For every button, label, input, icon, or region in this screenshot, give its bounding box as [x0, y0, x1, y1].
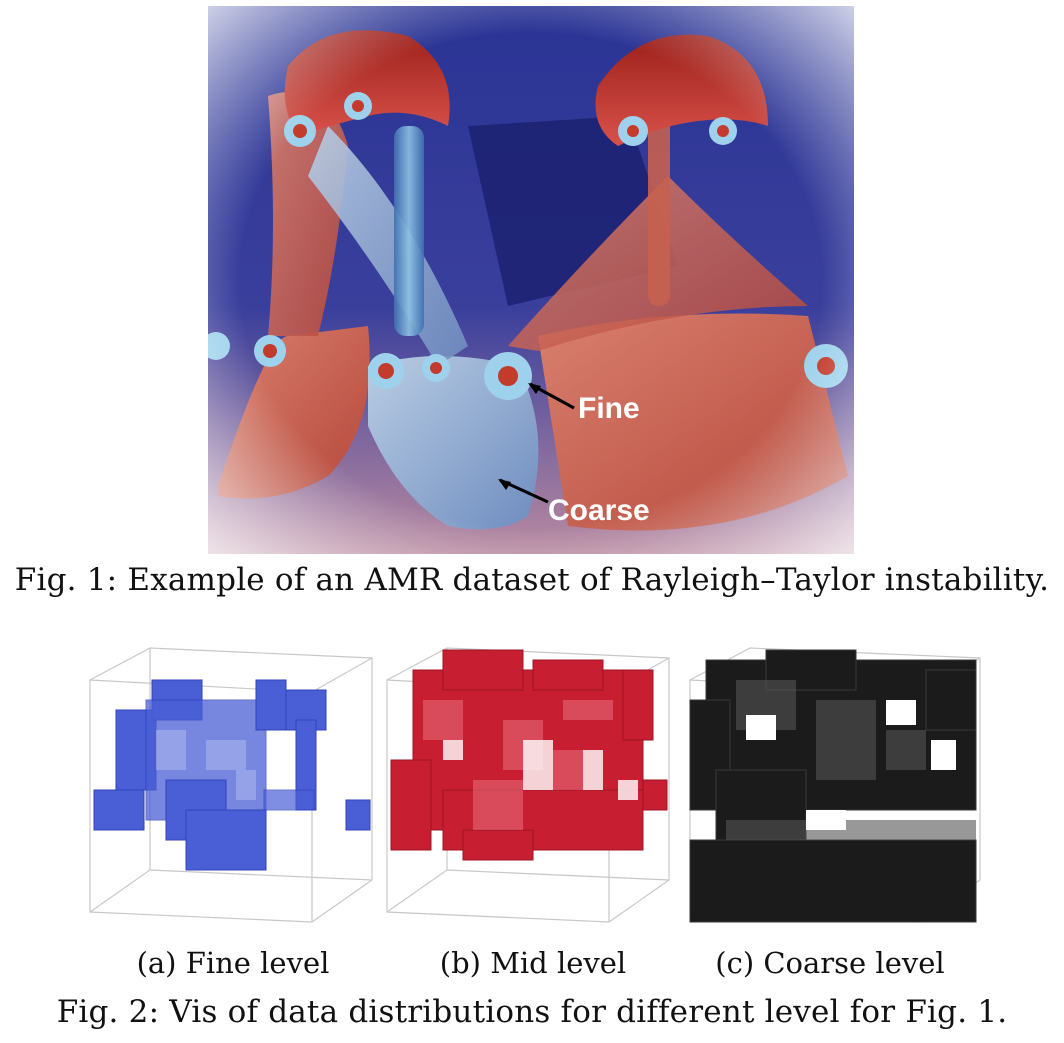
coarse-label: Coarse: [548, 494, 650, 527]
figure-1-caption: Fig. 1: Example of an AMR dataset of Ray…: [14, 562, 1050, 598]
subcaption-b: (b) Mid level: [439, 946, 627, 980]
coarse-level-panel: [686, 640, 984, 940]
figure-2-caption: Fig. 2: Vis of data distributions for di…: [56, 994, 1008, 1030]
fine-label: Fine: [578, 392, 640, 425]
subcaption-c: (c) Coarse level: [715, 946, 945, 980]
rayleigh-taylor-volume-image: Fine Coarse: [208, 6, 854, 554]
subcaption-a: (a) Fine level: [136, 946, 330, 980]
fine-level-panel: [86, 640, 376, 940]
mid-level-panel: [383, 640, 673, 940]
